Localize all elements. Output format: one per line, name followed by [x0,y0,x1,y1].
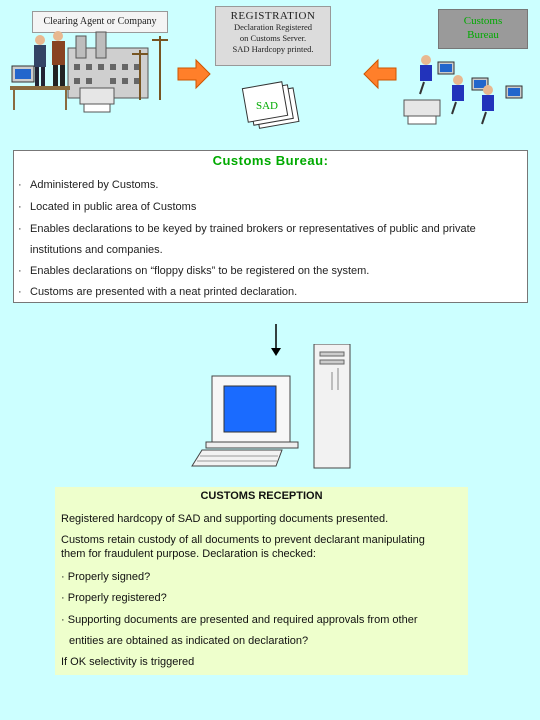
bullet-item: ·Administered by Customs. [18,179,159,191]
panel-title: Customs Bureau: [212,153,329,168]
bullet-continuation: institutions and companies. [30,244,163,256]
bullet-item: ·Enables declarations to be keyed by tra… [18,223,476,235]
check-continuation: entities are obtained as indicated on de… [69,635,309,647]
registration-line: SAD Hardcopy printed. [232,44,314,54]
arrow-left-icon [363,58,397,90]
customs-bureau-panel: Customs Bureau: ·Administered by Customs… [13,150,528,303]
check-item: · Properly signed? [61,571,151,583]
customs-reception-panel: CUSTOMS RECEPTION Registered hardcopy of… [55,487,468,675]
reception-title: CUSTOMS RECEPTION [200,490,323,502]
customs-bureau-label-line1: Customs [463,15,503,27]
sad-label: SAD [256,100,279,112]
bullet-item: ·Customs are presented with a neat print… [18,286,298,298]
agent-office-illustration [10,31,168,113]
reception-line: them for fraudulent purpose. Declaration… [61,548,316,560]
registration-box: REGISTRATION Declaration Registered on C… [215,6,331,66]
arrow-down-icon [271,324,281,356]
customs-bureau-label-line2: Bureau [467,29,499,41]
reception-line: Customs retain custody of all documents … [61,534,425,546]
check-item: · Properly registered? [61,592,167,604]
bureau-workers-illustration [403,55,523,125]
bullet-item: ·Enables declarations on “floppy disks” … [18,265,370,277]
computer-terminal-icon [191,344,351,469]
registration-title: REGISTRATION [230,10,316,22]
reception-footer: If OK selectivity is triggered [61,656,195,668]
arrow-right-icon [177,58,211,90]
reception-line: Registered hardcopy of SAD and supportin… [61,513,389,525]
check-item: · Supporting documents are presented and… [61,614,418,626]
sad-documents-icon [241,81,300,129]
registration-line: on Customs Server. [239,33,307,43]
bullet-item: ·Located in public area of Customs [18,201,197,213]
registration-line: Declaration Registered [233,22,313,32]
customs-bureau-box: Customs Bureau [438,9,528,49]
